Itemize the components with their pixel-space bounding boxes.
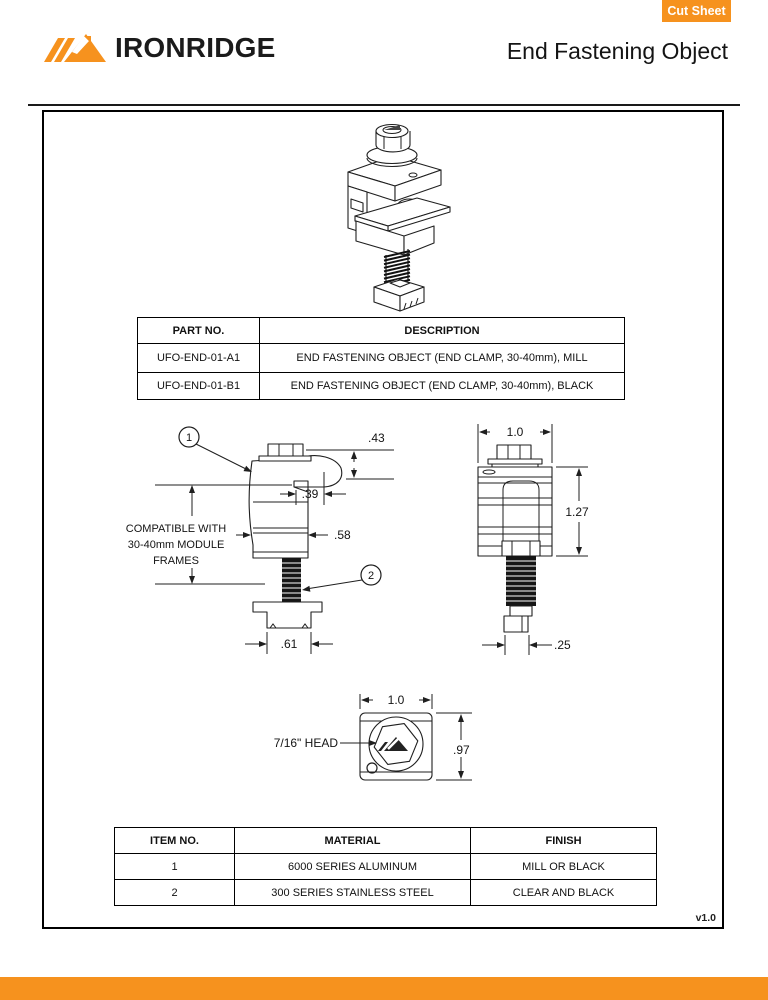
callout-2-label: 2 [368, 570, 374, 582]
page-title: End Fastening Object [506, 38, 728, 64]
drawing-sheet: PART NO. DESCRIPTION UFO-END-01-A1 END F… [42, 110, 724, 929]
compatibility-note-line2: 30-40mm MODULE [128, 539, 225, 551]
table-row: UFO-END-01-A1 END FASTENING OBJECT (END … [137, 343, 625, 373]
version-label: v1.0 [695, 912, 716, 924]
dim-label-stud-0_25: .25 [554, 638, 571, 652]
front-view-drawing: 1.0 [477, 424, 589, 655]
ironridge-mountain-icon [44, 34, 106, 62]
table-row: 1 6000 SERIES ALUMINUM MILL OR BLACK [114, 853, 657, 880]
ironridge-logo: IRONRIDGE [44, 32, 275, 64]
table-row: UFO-END-01-B1 END FASTENING OBJECT (END … [137, 372, 625, 400]
side-view-drawing: 1 2 COMPATIBLE WITH 30-40mm MODULE FRAME… [126, 426, 394, 654]
compatibility-note-line1: COMPATIBLE WITH [126, 523, 226, 535]
head-size-label: 7/16" HEAD [274, 736, 339, 750]
materials-header-itemno: ITEM NO. [114, 827, 235, 854]
table-row: 2 300 SERIES STAINLESS STEEL CLEAR AND B… [114, 879, 657, 906]
item-number-cell: 2 [114, 879, 235, 906]
compatibility-note-line3: FRAMES [153, 555, 199, 567]
footer-accent-bar [0, 977, 768, 1000]
brand-name: IRONRIDGE [115, 32, 276, 63]
finish-cell: MILL OR BLACK [470, 853, 657, 880]
isometric-view-drawing [347, 123, 451, 312]
dim-label-topwidth-1_0: 1.0 [388, 693, 405, 707]
part-number-cell: UFO-END-01-B1 [137, 372, 260, 400]
cut-sheet-badge: Cut Sheet [662, 0, 731, 22]
material-cell: 6000 SERIES ALUMINUM [234, 853, 471, 880]
part-description-cell: END FASTENING OBJECT (END CLAMP, 30-40mm… [259, 372, 625, 400]
dim-label-061: .61 [281, 637, 298, 651]
part-description-cell: END FASTENING OBJECT (END CLAMP, 30-40mm… [259, 343, 625, 373]
part-number-cell: UFO-END-01-A1 [137, 343, 260, 373]
parts-table: PART NO. DESCRIPTION UFO-END-01-A1 END F… [137, 317, 625, 400]
material-cell: 300 SERIES STAINLESS STEEL [234, 879, 471, 906]
dim-label-058: .58 [334, 528, 351, 542]
dim-label-topheight-0_97: .97 [453, 743, 470, 757]
dim-label-039: .39 [302, 487, 319, 501]
parts-header-description: DESCRIPTION [259, 317, 625, 344]
materials-table-header-row: ITEM NO. MATERIAL FINISH [114, 827, 657, 854]
top-view-drawing: 1.0 .97 7/16" HEAD [274, 693, 472, 781]
materials-header-material: MATERIAL [234, 827, 471, 854]
parts-header-partno: PART NO. [137, 317, 260, 344]
dim-label-043: .43 [368, 431, 385, 445]
callout-1-label: 1 [186, 432, 192, 444]
materials-header-finish: FINISH [470, 827, 657, 854]
finish-cell: CLEAR AND BLACK [470, 879, 657, 906]
dim-label-width-1_0: 1.0 [507, 425, 524, 439]
header-divider [28, 104, 740, 106]
parts-table-header-row: PART NO. DESCRIPTION [137, 317, 625, 344]
dim-label-height-1_27: 1.27 [565, 505, 589, 519]
item-number-cell: 1 [114, 853, 235, 880]
materials-table: ITEM NO. MATERIAL FINISH 1 6000 SERIES A… [114, 827, 657, 906]
